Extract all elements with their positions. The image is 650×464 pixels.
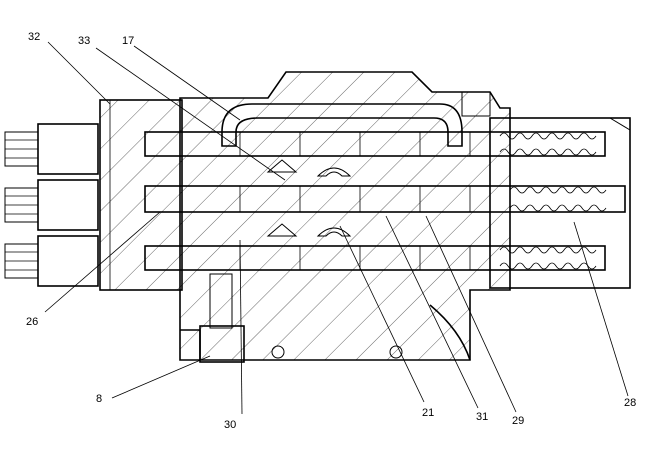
callout-28: 28: [624, 397, 636, 409]
spool-top: [144, 131, 606, 157]
spool-middle: [144, 185, 626, 213]
solenoid-actuator-top: [4, 123, 99, 175]
lower-port: [199, 273, 245, 363]
cross-passages: [266, 159, 352, 237]
left-end-plate: [99, 99, 183, 291]
solenoid-actuator-bottom: [4, 235, 99, 287]
callout-32: 32: [28, 31, 40, 43]
callout-21: 21: [422, 407, 434, 419]
solenoid-actuator-middle: [4, 179, 99, 231]
callout-29: 29: [512, 415, 524, 427]
callout-30: 30: [224, 419, 236, 431]
leader-lines: [44, 41, 629, 415]
callout-33: 33: [78, 35, 90, 47]
callout-31: 31: [476, 411, 488, 423]
callout-17: 17: [122, 35, 134, 47]
spring-housing: [489, 117, 631, 289]
callout-26: 26: [26, 316, 38, 328]
callouts: 32 33 17 26 8 30 21 31 29 28: [26, 31, 636, 431]
valve-body: [179, 71, 511, 361]
callout-8: 8: [96, 393, 102, 405]
